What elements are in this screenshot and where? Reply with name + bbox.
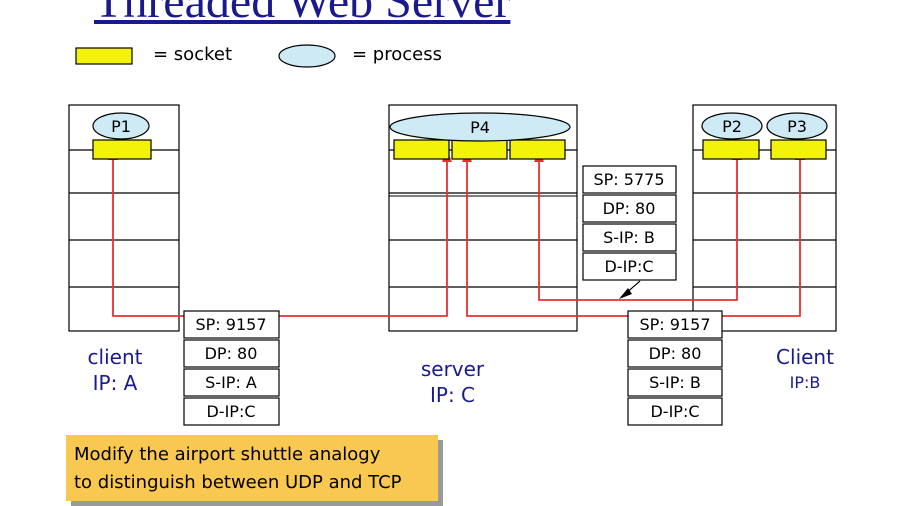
client-b-caption-line1: Client xyxy=(776,345,834,369)
seg-b2-sip: S-IP: B xyxy=(603,228,655,247)
socket-p4-a xyxy=(393,139,450,160)
seg-a-dip: D-IP:C xyxy=(206,402,255,421)
discussion-note: Modify the airport shuttle analogy to di… xyxy=(66,435,438,501)
page-title: Threaded Web Server xyxy=(94,0,511,28)
socket-p4-b xyxy=(451,139,508,160)
link-p2-to-server xyxy=(538,150,738,301)
client-a-caption-line1: client xyxy=(87,345,143,369)
server-caption: server IP: C xyxy=(390,356,515,408)
process-p3 xyxy=(766,112,828,140)
server-caption-line1: server xyxy=(420,357,485,381)
process-p2-label: P2 xyxy=(722,117,742,136)
segment-header-client-b-9157: SP: 9157 DP: 80 S-IP: B D-IP:C xyxy=(627,310,723,426)
socket-p3 xyxy=(770,139,827,160)
process-p1-label: P1 xyxy=(111,117,131,136)
client-b-host xyxy=(692,104,837,332)
legend-socket-label: = socket xyxy=(153,44,233,65)
seg-b1-dip: D-IP:C xyxy=(650,402,699,421)
socket-p4-c xyxy=(509,139,566,160)
segment-header-client-b-5775: SP: 5775 DP: 80 S-IP: B D-IP:C xyxy=(582,165,677,281)
client-a-caption: client IP: A xyxy=(60,344,170,396)
seg-b1-sip: S-IP: B xyxy=(649,373,701,392)
process-p2 xyxy=(701,112,763,140)
seg-b1-dp: DP: 80 xyxy=(649,344,702,363)
process-p3-label: P3 xyxy=(787,117,807,136)
client-a-caption-line2: IP: A xyxy=(92,371,138,395)
seg-a-sp: SP: 9157 xyxy=(196,315,267,334)
legend-process-label: = process xyxy=(352,44,442,65)
process-p4-label: P4 xyxy=(470,118,490,137)
pointer-arrow xyxy=(619,280,641,299)
seg-b2-dip: D-IP:C xyxy=(604,257,653,276)
client-b-caption: Client IP:B xyxy=(760,344,850,396)
process-p1 xyxy=(92,112,150,140)
seg-a-sip: S-IP: A xyxy=(205,373,257,392)
server-caption-line2: IP: C xyxy=(429,383,476,407)
legend-process-swatch xyxy=(278,44,336,68)
note-line2: to distinguish between UDP and TCP xyxy=(74,472,402,493)
client-b-caption-line2: IP:B xyxy=(789,373,821,392)
socket-p2 xyxy=(702,139,760,160)
seg-b1-sp: SP: 9157 xyxy=(640,315,711,334)
note-line1: Modify the airport shuttle analogy xyxy=(74,444,381,465)
seg-b2-sp: SP: 5775 xyxy=(594,170,665,189)
legend-socket-swatch xyxy=(75,47,133,65)
seg-b2-dp: DP: 80 xyxy=(603,199,656,218)
socket-p1 xyxy=(92,139,152,160)
segment-header-client-a: SP: 9157 DP: 80 S-IP: A D-IP:C xyxy=(183,310,280,426)
link-client-a-to-server xyxy=(112,150,448,317)
seg-a-dp: DP: 80 xyxy=(205,344,258,363)
process-p4 xyxy=(389,112,571,142)
